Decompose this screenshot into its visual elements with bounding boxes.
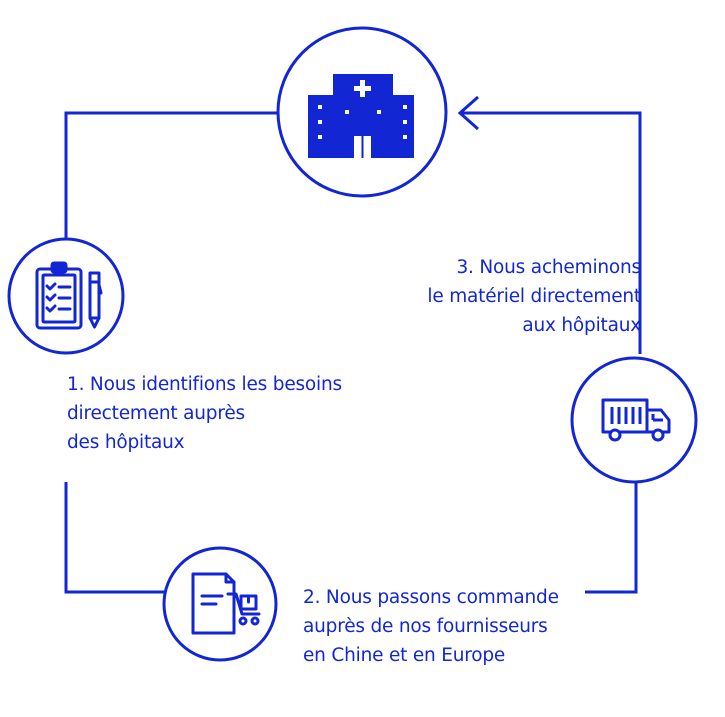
truck-circle	[570, 356, 698, 484]
step-1-line-1: 1. Nous identifions les besoins	[67, 374, 342, 395]
delivery-truck-icon	[601, 398, 671, 442]
connector-step1-to-hub	[64, 111, 278, 240]
hospital-icon	[308, 74, 414, 158]
connector-truck-to-hub	[460, 111, 642, 354]
connector-step1-to-step2	[64, 482, 165, 594]
step-1-line-2: directement auprès	[67, 403, 245, 424]
step-1-line-3: des hôpitaux	[67, 432, 185, 453]
step-3-line-3: aux hôpitaux	[522, 315, 641, 336]
step-2-description: 2. Nous passons commande auprès de nos f…	[303, 583, 559, 670]
connector-step2-to-truck	[585, 483, 638, 594]
step-1-description: 1. Nous identifions les besoins directem…	[67, 370, 342, 457]
clipboard-pen-icon	[35, 261, 103, 330]
step-3-description: 3. Nous acheminons le matériel directeme…	[427, 253, 641, 340]
step-3-line-1: 3. Nous acheminons	[456, 257, 641, 278]
step-2-line-1: 2. Nous passons commande	[303, 587, 559, 608]
step-2-line-2: auprès de nos fournisseurs	[303, 616, 548, 637]
step2-circle	[162, 546, 278, 662]
step-2-line-3: en Chine et en Europe	[303, 645, 506, 666]
arrowhead-into-hub	[457, 95, 479, 131]
step-3-line-2: le matériel directement	[427, 286, 641, 307]
order-document-cart-icon	[191, 572, 261, 635]
step1-circle	[7, 237, 125, 355]
hub-circle	[276, 26, 448, 198]
